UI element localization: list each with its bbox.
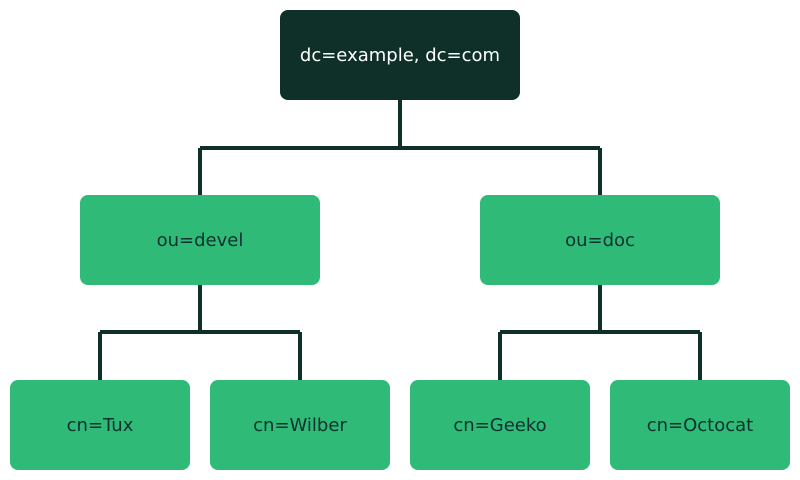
connector-root bbox=[198, 100, 602, 196]
root-node-label: dc=example, dc=com bbox=[299, 44, 501, 66]
cn-node-label: cn=Tux bbox=[66, 414, 134, 436]
ou-node-devel: ou=devel bbox=[80, 195, 320, 285]
ou-node-label: ou=doc bbox=[565, 229, 635, 251]
cn-node-label: cn=Wilber bbox=[253, 414, 347, 436]
cn-node-geeko: cn=Geeko bbox=[410, 380, 590, 470]
cn-node-wilber: cn=Wilber bbox=[210, 380, 390, 470]
cn-node-tux: cn=Tux bbox=[10, 380, 190, 470]
cn-node-label: cn=Octocat bbox=[646, 414, 754, 436]
cn-node-octocat: cn=Octocat bbox=[610, 380, 790, 470]
connector-devel bbox=[98, 284, 302, 380]
cn-node-label: cn=Geeko bbox=[453, 414, 547, 436]
connector-doc bbox=[498, 284, 702, 380]
ou-node-label: ou=devel bbox=[156, 229, 244, 251]
root-node: dc=example, dc=com bbox=[280, 10, 520, 100]
ou-node-doc: ou=doc bbox=[480, 195, 720, 285]
